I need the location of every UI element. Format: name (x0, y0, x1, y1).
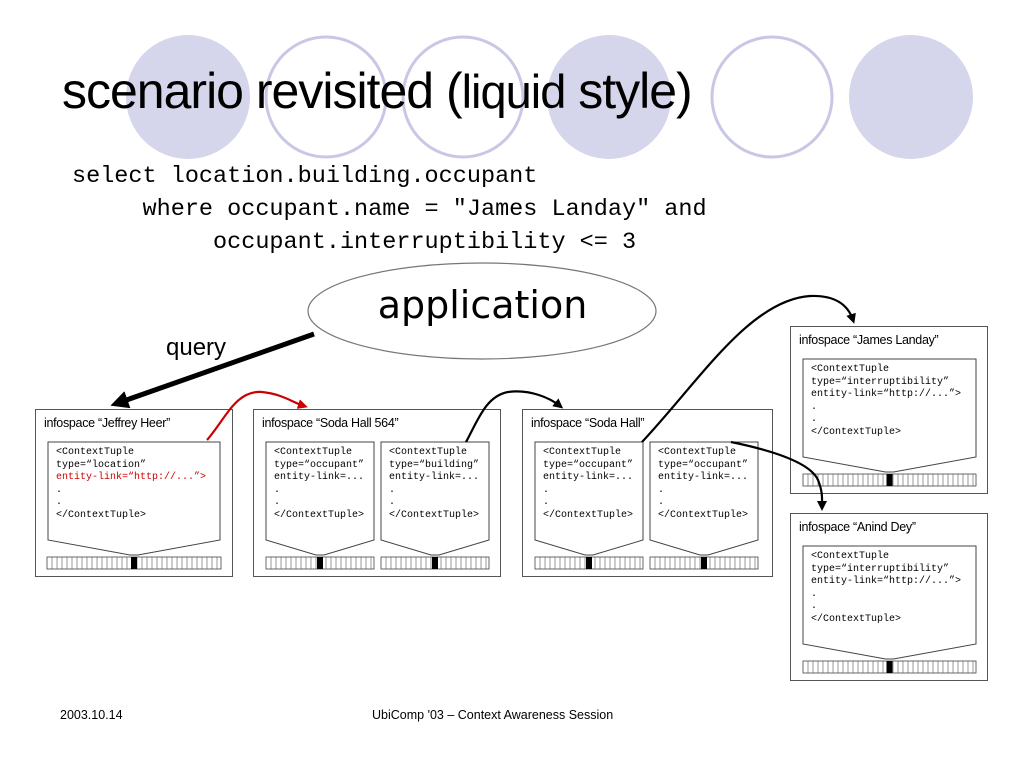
tuple-line: . (56, 497, 63, 508)
infospace-title: infospace “Jeffrey Heer” (44, 416, 170, 430)
infospace-title: infospace “Soda Hall 564” (262, 416, 399, 430)
tuple-line: . (811, 414, 818, 425)
tuple-line: . (811, 588, 818, 600)
tuple-line: type=“interruptibility” (811, 376, 950, 388)
tuple-line: . (274, 484, 281, 496)
tuple-line: type=“occupant” (274, 459, 365, 471)
tuple-line: type=“interruptibility” (811, 563, 950, 575)
tuple-line: </ContextTuple> (811, 426, 902, 438)
tuple-line: <ContextTuple (274, 447, 353, 458)
decorative-circles (126, 35, 973, 159)
circle-outline (401, 35, 525, 159)
tuple-line: </ContextTuple> (274, 509, 365, 521)
tuple-line: <ContextTuple (389, 447, 468, 458)
tuple-line: <ContextTuple (811, 551, 890, 562)
infospace-title: infospace “James Landay” (799, 333, 939, 347)
tuple-line: entity-link=“http://...”> (811, 576, 962, 587)
tuple-line: . (811, 601, 818, 612)
tuple-line: type=“location” (56, 459, 147, 471)
tuple-line: </ContextTuple> (543, 509, 634, 521)
circle-outline (710, 35, 834, 159)
tuple-line: </ContextTuple> (56, 509, 147, 521)
tuple-line: entity-link=... (389, 472, 480, 483)
slide-title: scenario revisited (liquid style) (62, 62, 693, 120)
tuple-line: type=“building” (389, 459, 480, 471)
infospace-title: infospace “Anind Dey” (799, 520, 916, 534)
tuple-line: type=“occupant” (658, 459, 749, 471)
tuple-line: . (274, 497, 281, 508)
tuple-line: <ContextTuple (56, 447, 135, 458)
tuple-line: . (543, 484, 550, 496)
tuple-line: type=“occupant” (543, 459, 634, 471)
tuple-line: . (543, 497, 550, 508)
tuple-line: entity-link=“http://...”> (56, 472, 207, 483)
title-prefix: scenario revisited ( (62, 63, 463, 119)
tuple-line: <ContextTuple (658, 447, 737, 458)
circle-filled (849, 35, 973, 159)
query-label: query (166, 334, 227, 361)
tuple-line: . (389, 497, 396, 508)
infospace-title: infospace “Soda Hall” (531, 416, 645, 430)
query-line: where occupant.name = "James Landay" and (72, 196, 707, 223)
circle-filled (547, 35, 671, 159)
query-line: select location.building.occupant (72, 163, 538, 190)
application-label: application (377, 283, 588, 327)
query-code: select location.building.occupant where … (72, 160, 707, 259)
tuple-line: entity-link=... (658, 472, 749, 483)
tuple-line: entity-link=... (274, 472, 365, 483)
tuple-line: . (389, 484, 396, 496)
tuple-line: . (658, 497, 665, 508)
tuple-line: entity-link=... (543, 472, 634, 483)
circle-outline (264, 35, 388, 159)
tuple-line: </ContextTuple> (658, 509, 749, 521)
title-word: liquid (461, 65, 567, 118)
tuple-line: </ContextTuple> (811, 613, 902, 625)
tuple-line: entity-link=“http://...”> (811, 389, 962, 400)
tuple-line: <ContextTuple (811, 364, 890, 375)
footer-date: 2003.10.14 (60, 708, 123, 722)
footer-session: UbiComp '03 – Context Awareness Session (372, 708, 614, 722)
title-suffix: style) (565, 63, 692, 119)
circle-filled (126, 35, 250, 159)
tuple-line: <ContextTuple (543, 447, 622, 458)
tuple-line: . (658, 484, 665, 496)
tuple-line: . (56, 484, 63, 496)
tuple-line: </ContextTuple> (389, 509, 480, 521)
tuple-line: . (811, 401, 818, 413)
query-line: occupant.interruptibility <= 3 (72, 229, 637, 256)
